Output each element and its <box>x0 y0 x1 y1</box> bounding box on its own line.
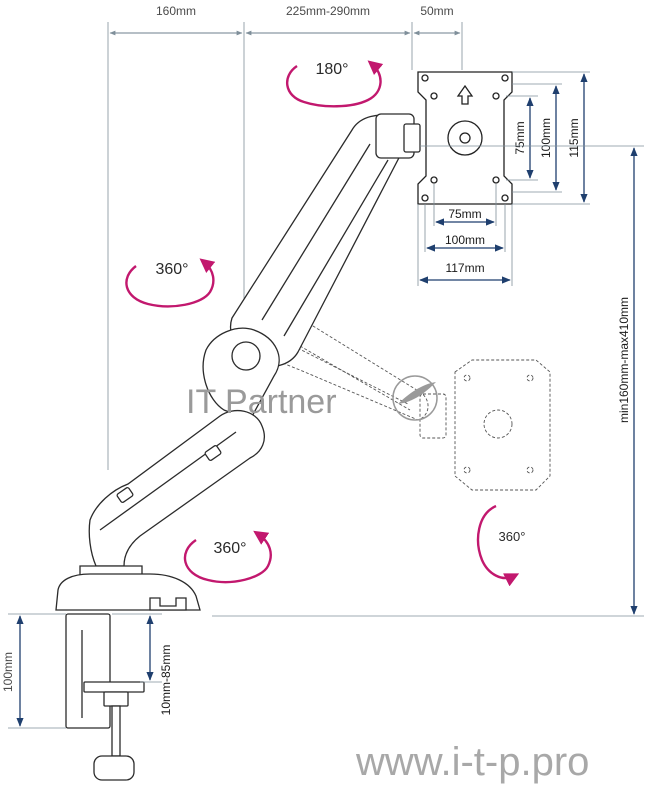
vesa-w-75mm: 75mm <box>448 207 481 221</box>
rotation-360-base-label: 360° <box>213 540 246 557</box>
dim-160mm: 160mm <box>156 4 196 18</box>
vesa-h-100mm: 100mm <box>539 118 553 158</box>
height-range-label: min160mm-max410mm <box>617 297 631 423</box>
rotation-360-screen: 360° <box>476 504 526 587</box>
height-range-dimension: min160mm-max410mm <box>212 145 644 617</box>
top-dimensions: 160mm 225mm-290mm 50mm <box>107 4 463 470</box>
desk-clamp <box>55 565 201 781</box>
rotation-180-label: 180° <box>315 61 348 78</box>
clamp-dimensions: 100mm 10mm-85mm <box>1 613 173 729</box>
vesa-plate <box>417 71 513 205</box>
desk-thickness-label: 10mm-85mm <box>159 645 173 716</box>
vesa-h-115mm: 115mm <box>567 118 581 157</box>
watermark-logo-icon <box>392 375 438 421</box>
watermark-brand: IT Partner <box>186 383 337 421</box>
rotation-360-left-label: 360° <box>155 261 188 278</box>
watermark-url: www.i-t-p.pro <box>355 740 589 784</box>
vesa-w-100mm: 100mm <box>445 233 485 247</box>
arm-raised <box>202 113 421 421</box>
watermark: IT Partner www.i-t-p.pro <box>186 375 589 784</box>
vesa-h-75mm: 75mm <box>513 121 527 154</box>
clamp-height-100mm: 100mm <box>1 652 15 692</box>
rotation-360-base: 360° <box>183 530 272 584</box>
lower-arm <box>88 409 265 567</box>
dim-225-290mm: 225mm-290mm <box>286 4 370 18</box>
watermark-logo-swirl <box>398 382 436 404</box>
vesa-w-117mm: 117mm <box>445 261 484 275</box>
dim-50mm: 50mm <box>420 4 453 18</box>
rotation-180-top: 180° <box>286 60 384 108</box>
rotation-360-left: 360° <box>125 258 216 308</box>
rotation-360-screen-label: 360° <box>499 529 526 544</box>
